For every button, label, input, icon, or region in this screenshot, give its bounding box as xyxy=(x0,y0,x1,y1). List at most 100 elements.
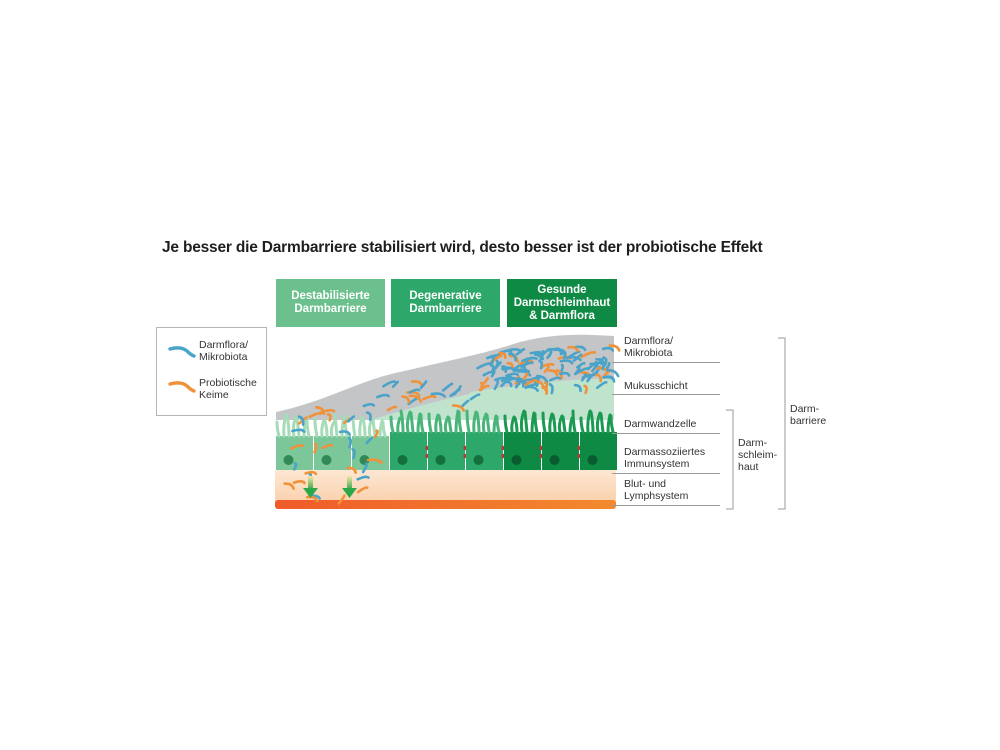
blue-bacteria-icon xyxy=(168,346,196,358)
microvillus xyxy=(595,411,602,434)
blue-bacterium xyxy=(573,383,582,393)
blood-vessel xyxy=(275,500,616,509)
microvillus xyxy=(381,420,387,438)
microvillus xyxy=(367,417,374,438)
blue-bacterium xyxy=(376,393,390,399)
microvillus xyxy=(409,411,415,434)
blue-bacterium xyxy=(391,380,400,388)
page-title: Je besser die Darmbarriere stabilisiert … xyxy=(162,239,763,256)
microvillus xyxy=(361,416,367,438)
blue-bacterium xyxy=(338,430,351,436)
blue-bacterium xyxy=(603,356,608,367)
microvillus xyxy=(295,416,301,438)
bracket-label-darmschleimhaut: Darm- schleim- haut xyxy=(738,437,778,473)
microvillus xyxy=(475,411,481,434)
microvillus xyxy=(561,415,567,434)
blue-bacterium xyxy=(601,346,615,352)
stage-healthy-label: Gesunde Darmschleimhaut & Darmflora xyxy=(513,283,611,322)
blue-bacterium xyxy=(461,399,470,407)
blue-bacterium xyxy=(538,359,544,370)
orange-bacterium xyxy=(608,344,621,352)
microvillus xyxy=(586,409,592,434)
orange-bacterium xyxy=(289,444,305,450)
microvillus xyxy=(389,415,395,434)
microvillus xyxy=(519,409,526,434)
leak-arrow-left xyxy=(303,476,318,498)
blue-bacterium xyxy=(501,366,515,372)
stage-destabilized-label: Destabilisierte Darmbarriere xyxy=(291,290,370,315)
microvillus xyxy=(405,410,412,434)
orange-bacterium xyxy=(337,494,346,505)
orange-bacteria-icon xyxy=(168,381,196,393)
blue-bacterium xyxy=(516,370,532,377)
epithelial-cell xyxy=(504,432,541,470)
blue-bacterium xyxy=(505,372,519,378)
blue-bacterium xyxy=(452,384,462,396)
microvillus xyxy=(329,420,336,438)
orange-bacterium xyxy=(451,404,466,412)
microvillus xyxy=(599,412,605,434)
layer-label-mikrobiota: Darmflora/ Mikrobiota xyxy=(624,335,674,359)
bracket-darmschleimhaut xyxy=(726,409,734,510)
orange-bacterium xyxy=(319,408,336,414)
layer-divider-4 xyxy=(612,473,720,474)
layer-label-blut-lymph: Blut- und Lymphsystem xyxy=(624,478,689,502)
microvillus xyxy=(551,413,557,434)
blue-bacterium xyxy=(559,371,571,377)
blue-bacterium xyxy=(365,436,373,445)
microvillus xyxy=(313,417,319,438)
orange-bacterium xyxy=(506,361,514,370)
blue-bacterium xyxy=(297,415,305,426)
microvillus xyxy=(371,418,377,438)
orange-bacterium xyxy=(410,380,424,387)
microvillus xyxy=(343,415,349,438)
blue-bacterium xyxy=(430,392,446,398)
blue-bacterium xyxy=(365,411,372,422)
microvillus xyxy=(437,414,443,434)
blue-bacterium xyxy=(548,382,554,395)
microvillus xyxy=(323,419,329,438)
cell-nucleus xyxy=(473,455,484,465)
microvillus xyxy=(568,416,574,434)
microvillus xyxy=(419,413,425,434)
blue-bacterium xyxy=(586,361,598,371)
blue-bacterium xyxy=(356,475,370,481)
microvillus xyxy=(305,418,311,438)
cell-nucleus xyxy=(283,455,294,465)
blue-bacterium xyxy=(351,447,356,460)
blue-bacterium xyxy=(476,362,492,370)
blue-bacterium xyxy=(572,353,583,363)
bracket-label-darmbarriere: Darm- barriere xyxy=(790,403,827,427)
epithelial-cell xyxy=(580,432,617,470)
blue-bacterium xyxy=(520,361,534,369)
orange-bacterium xyxy=(305,495,319,503)
leak-arrow-right xyxy=(342,476,357,498)
cell-nucleus xyxy=(549,455,560,465)
microvillus xyxy=(320,418,326,438)
blue-bacterium xyxy=(508,352,517,362)
microvillus xyxy=(333,413,339,438)
orange-bacterium xyxy=(543,365,550,374)
microvillus xyxy=(485,413,491,434)
microvillus xyxy=(457,410,463,434)
blue-bacterium xyxy=(515,347,526,356)
blue-bacterium xyxy=(408,388,421,394)
orange-bacterium xyxy=(297,416,308,425)
orange-bacterium xyxy=(321,443,334,450)
epithelial-cell xyxy=(466,432,503,470)
cell-nucleus xyxy=(587,455,598,465)
microvillus xyxy=(533,412,539,434)
microvillus xyxy=(609,414,615,434)
microvillus xyxy=(472,410,478,434)
orange-bacterium xyxy=(594,373,602,383)
microvillus xyxy=(399,409,405,434)
epithelial-cell xyxy=(542,432,579,470)
blue-bacterium xyxy=(291,428,306,433)
orange-bacterium xyxy=(283,482,295,491)
blue-bacterium xyxy=(575,361,586,369)
orange-bacterium xyxy=(498,351,507,360)
cell-nucleus xyxy=(511,455,522,465)
microvillus xyxy=(557,414,564,434)
blue-bacterium xyxy=(517,377,525,388)
